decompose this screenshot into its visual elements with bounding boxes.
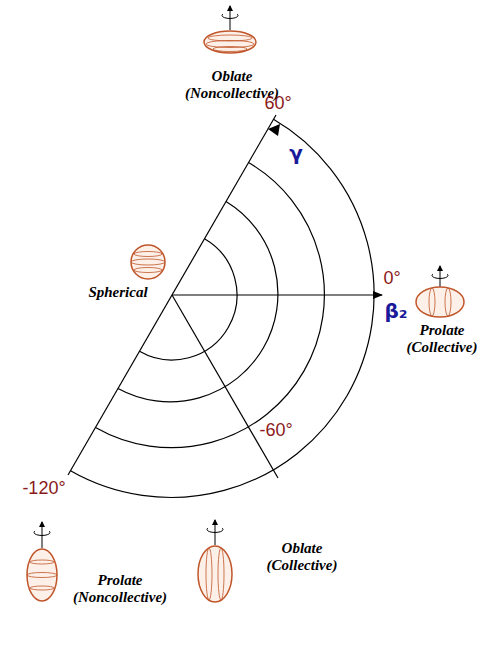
oblate-collective-icon (198, 520, 232, 602)
axis-symbol: β₂ (384, 300, 407, 323)
angle-label: 0° (383, 268, 400, 289)
shape-label: Oblate (Collective) (252, 540, 352, 575)
axis-symbol: γ (289, 142, 303, 165)
shape-label: Prolate (Noncollective) (56, 572, 184, 607)
angle-label: -60° (259, 420, 292, 441)
angle-label: 60° (264, 93, 291, 114)
prolate-icon (416, 266, 464, 317)
shape-label: Spherical (88, 284, 147, 301)
angle-label: -120° (22, 478, 65, 499)
shape-label: Prolate (Collective) (392, 322, 492, 357)
prolate-noncollective-icon (27, 522, 57, 601)
oblate-icon (204, 6, 256, 53)
sphere-icon (131, 245, 165, 279)
